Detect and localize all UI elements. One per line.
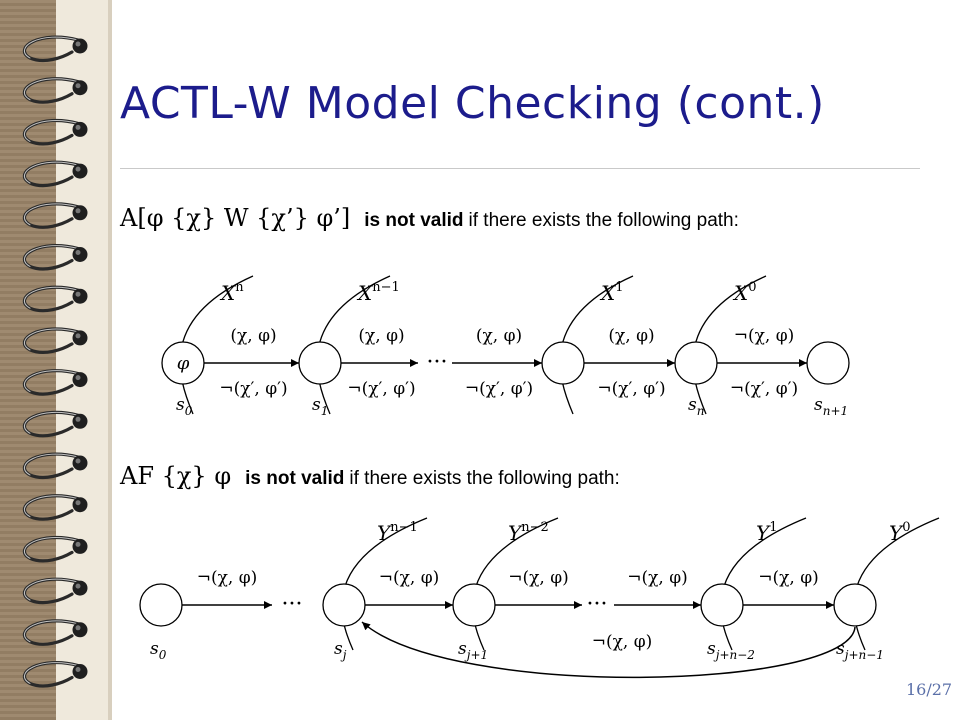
af-state-label: sj+n−2 bbox=[707, 639, 755, 662]
eventually-condition: AF {χ} φ is not valid if there exists th… bbox=[120, 462, 620, 490]
page-number: 16/27 bbox=[906, 680, 953, 699]
af-edge-label: ¬(χ, φ) bbox=[508, 568, 569, 588]
wu-lower-edge-label: ¬(χ′, φ′) bbox=[597, 379, 665, 399]
wu-lower-edge-label: ¬(χ′, φ′) bbox=[347, 379, 415, 399]
af-edge-label: ¬(χ, φ) bbox=[627, 568, 688, 588]
title-divider bbox=[120, 168, 920, 169]
wu-upper-edge-label: (χ, φ) bbox=[608, 326, 654, 346]
af-ellipsis-2: ··· bbox=[587, 592, 608, 617]
af-state-label: sj+1 bbox=[458, 639, 488, 662]
spiral-ring bbox=[22, 202, 88, 229]
af-edge-label: ¬(χ, φ) bbox=[197, 568, 258, 588]
weak-until-formula: A[φ {χ} W {χ’} φ’] bbox=[120, 204, 351, 232]
weak-until-emphasis: is not valid bbox=[364, 210, 464, 231]
af-state-circle bbox=[139, 583, 183, 627]
spiral-ring bbox=[22, 660, 88, 688]
spiral-ring bbox=[22, 118, 88, 146]
af-frontier-label: Yn−2 bbox=[508, 520, 549, 545]
af-state-circle bbox=[322, 583, 366, 627]
spiral-rings bbox=[22, 35, 88, 688]
wu-state-inner-label: φ bbox=[177, 353, 190, 374]
spiral-ring bbox=[22, 369, 88, 396]
spiral-ring bbox=[22, 285, 88, 313]
af-state-circle bbox=[700, 583, 744, 627]
af-diagram-group: Yn−1 Yn−2 Y1 Y0 s0 sj sj+1 sj+n−2 sj+n−1 ¬(χ, φ) ¬… bbox=[139, 517, 940, 679]
wu-lower-edge-label: ¬(χ′, φ′) bbox=[465, 379, 533, 399]
af-frontier-label: Y0 bbox=[889, 520, 910, 545]
spiral-ring bbox=[22, 494, 88, 521]
af-ellipsis-1: ··· bbox=[282, 592, 303, 617]
spiral-ring bbox=[22, 535, 88, 563]
af-frontier-label: Yn−1 bbox=[377, 520, 418, 545]
weak-until-text: if there exists the following path: bbox=[468, 210, 739, 231]
weak-until-condition: A[φ {χ} W {χ’} φ’] is not valid if there… bbox=[120, 204, 739, 232]
spiral-ring bbox=[22, 410, 88, 438]
af-frontier-label: Y1 bbox=[756, 520, 777, 545]
slide-title: ACTL-W Model Checking (cont.) bbox=[120, 78, 825, 129]
wu-upper-edge-label: (χ, φ) bbox=[230, 326, 276, 346]
af-back-edge-arrow bbox=[361, 621, 856, 679]
eventually-formula: AF {χ} φ bbox=[120, 462, 232, 490]
spiral-ring bbox=[22, 160, 88, 188]
wu-lower-edge-label: ¬(χ′, φ′) bbox=[219, 379, 287, 399]
spiral-ring bbox=[22, 619, 88, 646]
af-state-label: sj bbox=[334, 639, 347, 662]
spiral-ring bbox=[22, 577, 88, 605]
spiral-ring bbox=[22, 452, 88, 480]
af-state-label: s0 bbox=[150, 639, 167, 662]
eventually-text: if there exists the following path: bbox=[349, 468, 620, 489]
af-state-label: sj+n−1 bbox=[836, 639, 884, 662]
spiral-ring bbox=[22, 327, 88, 354]
af-state-circle bbox=[833, 583, 877, 627]
wu-upper-edge-label: (χ, φ) bbox=[476, 326, 522, 346]
wu-ellipsis: ··· bbox=[427, 350, 448, 375]
af-back-edge-label: ¬(χ, φ) bbox=[592, 632, 653, 652]
af-state-circle bbox=[452, 583, 496, 627]
wu-upper-edge-label: (χ, φ) bbox=[358, 326, 404, 346]
spiral-ring bbox=[22, 77, 88, 104]
af-edge-label: ¬(χ, φ) bbox=[379, 568, 440, 588]
spiral-ring bbox=[22, 243, 88, 271]
wu-lower-edge-label: ¬(χ′, φ′) bbox=[730, 379, 798, 399]
wu-upper-edge-label: ¬(χ, φ) bbox=[734, 326, 795, 346]
eventually-emphasis: is not valid bbox=[245, 468, 345, 489]
page-edge-shadow bbox=[108, 0, 112, 720]
spiral-ring bbox=[22, 35, 88, 63]
af-edge-label: ¬(χ, φ) bbox=[758, 568, 819, 588]
